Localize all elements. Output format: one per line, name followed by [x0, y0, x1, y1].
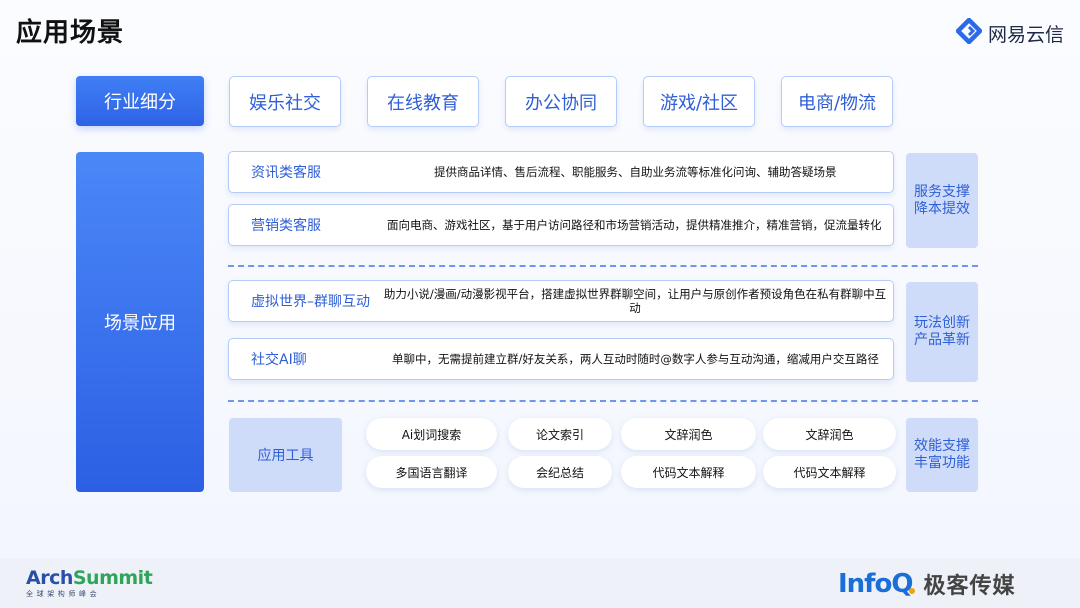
scenario-row-social-ai-chat: 社交AI聊 单聊中，无需提前建立群/好友关系，两人互动时随时@数字人参与互动沟通… [228, 338, 894, 380]
scenario-description: 单聊中，无需提前建立群/好友关系，两人互动时随时@数字人参与互动沟通，缩减用户交… [392, 352, 879, 366]
tab-gaming-community[interactable]: 游戏/社区 [643, 76, 755, 127]
brand-logo: 网易云信 [955, 17, 1064, 48]
archsummit-logo: ArchSummit 全球架构师峰会 [26, 567, 153, 599]
tool-pill-text-polish[interactable]: 文辞润色 [621, 418, 756, 450]
tab-ecommerce-logistics[interactable]: 电商/物流 [781, 76, 893, 127]
infoq-logo: InfoQ 极客传媒 [838, 568, 1015, 600]
industry-label: 行业细分 [76, 76, 204, 126]
scenario-row-marketing-service: 营销类客服 面向电商、游戏社区，基于用户访问路径和市场营销活动，提供精准推介，精… [228, 204, 894, 246]
scenario-title: 资讯类客服 [251, 165, 321, 181]
geek-media-name: 极客传媒 [923, 574, 1016, 599]
section-divider [228, 265, 978, 267]
tool-pill-translation[interactable]: 多国语言翻译 [366, 456, 497, 488]
side-gameplay-innovation: 玩法创新产品革新 [906, 282, 978, 382]
tool-pill-code-explain[interactable]: 代码文本解释 [621, 456, 756, 488]
slide-canvas: 应用场景 网易云信 行业细分 娱乐社交 在线教育 办公协同 游戏/社区 电商/物… [0, 0, 1080, 558]
archsummit-subtitle: 全球架构师峰会 [26, 590, 101, 598]
side-service-support: 服务支撑降本提效 [906, 153, 978, 248]
page-title: 应用场景 [16, 18, 125, 48]
tab-online-education[interactable]: 在线教育 [367, 76, 479, 127]
scenario-description: 助力小说/漫画/动漫影视平台，搭建虚拟世界群聊空间，让用户与原创作者预设角色在私… [383, 287, 887, 315]
scenario-title: 营销类客服 [251, 218, 321, 234]
scenario-row-info-service: 资讯类客服 提供商品详情、售后流程、职能服务、自助业务流等标准化问询、辅助答疑场… [228, 151, 894, 193]
section-divider [228, 400, 978, 402]
infoq-wordmark: InfoQ [838, 569, 913, 599]
netease-yunxin-logo-icon [955, 17, 983, 48]
scenario-description: 提供商品详情、售后流程、职能服务、自助业务流等标准化问询、辅助答疑场景 [434, 165, 837, 179]
tools-label: 应用工具 [229, 418, 342, 492]
scenario-row-virtual-world: 虚拟世界–群聊互动 助力小说/漫画/动漫影视平台，搭建虚拟世界群聊空间，让用户与… [228, 280, 894, 322]
side-efficiency-support: 效能支撑丰富功能 [906, 418, 978, 492]
tab-entertainment-social[interactable]: 娱乐社交 [229, 76, 341, 127]
infoq-dot-icon [909, 588, 916, 594]
archsummit-wordmark: ArchSummit [26, 567, 153, 589]
brand-name: 网易云信 [987, 23, 1064, 46]
tool-pill-meeting-summary[interactable]: 会纪总结 [508, 456, 612, 488]
tool-pill-text-polish-2[interactable]: 文辞润色 [763, 418, 896, 450]
archsummit-arch: Arch [26, 567, 73, 589]
tool-pill-code-explain-2[interactable]: 代码文本解释 [763, 456, 896, 488]
scenario-description: 面向电商、游戏社区，基于用户访问路径和市场营销活动，提供精准推介，精准营销，促流… [387, 218, 882, 232]
footer-bar [0, 558, 1080, 608]
scenario-title: 虚拟世界–群聊互动 [251, 294, 370, 310]
scenario-title: 社交AI聊 [251, 352, 307, 368]
tool-pill-word-search[interactable]: Ai划词搜索 [366, 418, 497, 450]
tool-pill-paper-index[interactable]: 论文索引 [508, 418, 612, 450]
scenario-application-label: 场景应用 [76, 152, 204, 492]
archsummit-summit: Summit [72, 567, 153, 589]
tab-office-collaboration[interactable]: 办公协同 [505, 76, 617, 127]
